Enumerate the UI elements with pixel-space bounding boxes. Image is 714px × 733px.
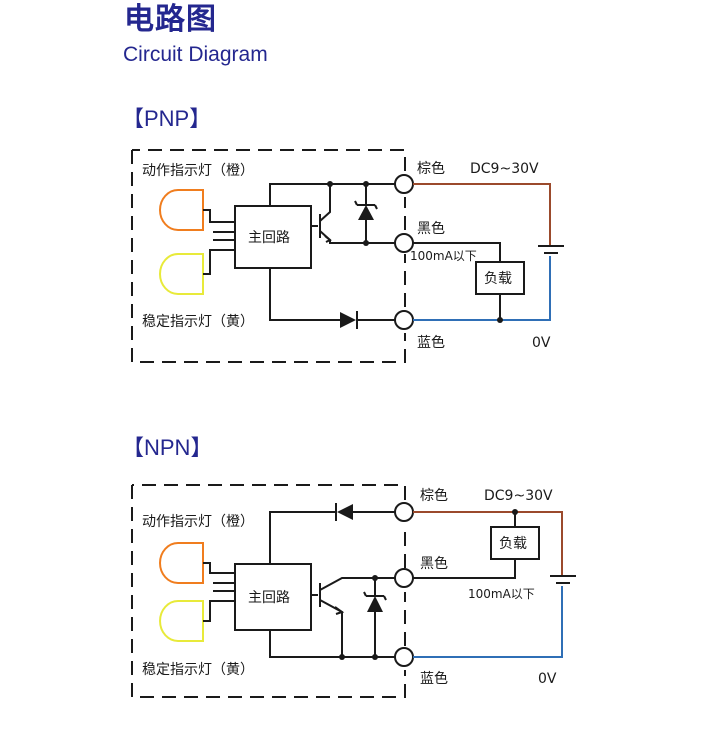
- pnp-blue-wire: [413, 256, 551, 321]
- pnp-junction-dot: [497, 317, 503, 323]
- npn-blue-wire: [413, 586, 563, 658]
- pnp-brown-label: 棕色: [417, 160, 445, 177]
- pnp-supply-label: DC9~30V: [470, 161, 539, 177]
- npn-load-box: [490, 526, 540, 560]
- npn-brown-wire: [413, 511, 563, 576]
- pnp-blue-label: 蓝色: [417, 334, 445, 351]
- npn-yellow-lamp-label: 稳定指示灯（黄）: [142, 661, 254, 678]
- npn-section-label: 【NPN】: [122, 435, 213, 460]
- pnp-current-label: 100mA以下: [410, 249, 477, 263]
- pnp-brown-wire: [413, 183, 551, 246]
- pnp-orange-lamp-label: 动作指示灯（橙）: [142, 163, 254, 179]
- pnp-black-label: 黑色: [417, 220, 445, 237]
- npn-load-label: 负载: [499, 536, 527, 552]
- npn-zero-volt-label: 0V: [538, 671, 557, 687]
- pnp-diagram: 动作指示灯（橙） 稳定指示灯（黄） 主回路 棕色 黑色 蓝色 DC9~30V 1…: [131, 149, 564, 363]
- npn-current-label: 100mA以下: [468, 587, 535, 601]
- npn-brown-label: 棕色: [420, 487, 448, 504]
- npn-brown-terminal: [394, 502, 414, 522]
- npn-supply-label: DC9~30V: [484, 488, 553, 504]
- npn-main-circuit-label: 主回路: [248, 590, 290, 606]
- npn-housing-border: [131, 484, 406, 698]
- pnp-zero-volt-label: 0V: [532, 335, 551, 351]
- pnp-brown-terminal: [394, 174, 414, 194]
- npn-junction-dot: [372, 654, 378, 660]
- npn-orange-lamp-label: 动作指示灯（橙）: [142, 514, 254, 530]
- pnp-load-label: 负载: [484, 271, 512, 287]
- npn-junction-dot: [339, 654, 345, 660]
- pnp-junction-dot: [363, 240, 369, 246]
- npn-diagram: 动作指示灯（橙） 稳定指示灯（黄） 主回路 棕色 黑色 蓝色 DC9~30V 1…: [131, 484, 576, 698]
- pnp-housing-border: [131, 149, 406, 363]
- page-subtitle: Circuit Diagram: [123, 43, 268, 66]
- pnp-yellow-lamp-label: 稳定指示灯（黄）: [142, 313, 254, 330]
- pnp-section-label: 【PNP】: [122, 106, 212, 131]
- npn-zener-diode: [367, 596, 383, 612]
- npn-main-circuit-box: [234, 563, 312, 631]
- pnp-blue-terminal: [394, 310, 414, 330]
- npn-black-terminal: [394, 568, 414, 588]
- pnp-diode: [340, 312, 356, 328]
- npn-diode: [337, 504, 353, 520]
- pnp-main-circuit-box: [234, 205, 312, 269]
- npn-black-label: 黑色: [420, 555, 448, 572]
- pnp-yellow-lamp: [159, 253, 204, 295]
- npn-orange-lamp: [159, 542, 204, 584]
- pnp-zener-diode: [358, 205, 374, 220]
- pnp-orange-lamp: [159, 189, 204, 231]
- pnp-main-circuit-label: 主回路: [248, 230, 290, 246]
- page-title: 电路图: [124, 2, 217, 37]
- npn-yellow-lamp: [159, 600, 204, 642]
- pnp-load-box: [475, 261, 525, 295]
- npn-blue-terminal: [394, 647, 414, 667]
- npn-blue-label: 蓝色: [420, 670, 448, 687]
